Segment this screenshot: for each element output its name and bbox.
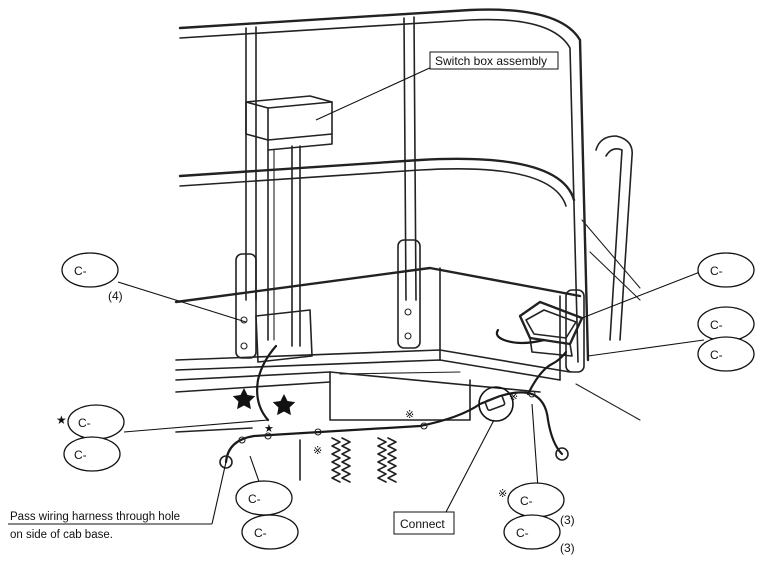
callout-right-3: C- bbox=[697, 336, 755, 372]
pass-wiring-note-line1: Pass wiring harness through hole bbox=[10, 511, 180, 523]
callout-text: C- bbox=[74, 264, 87, 278]
callout-text: C- bbox=[710, 318, 723, 332]
ref-mark-d: ※ bbox=[498, 488, 507, 500]
callout-text: C- bbox=[710, 264, 723, 278]
leader-lines bbox=[8, 65, 705, 525]
ref-mark-c: ※ bbox=[313, 445, 322, 457]
callout-right-2: C- bbox=[697, 306, 755, 342]
callout-right-1: C- bbox=[697, 252, 755, 288]
right-device-box bbox=[518, 300, 584, 357]
ref-mark-b: ※ bbox=[509, 391, 518, 403]
connect-label: Connect bbox=[400, 517, 445, 531]
qty-left: (4) bbox=[108, 289, 123, 303]
callout-left-2: C- bbox=[67, 404, 125, 440]
callout-bottom-2: C- bbox=[241, 514, 299, 550]
connect-highlight-circle bbox=[478, 386, 514, 422]
callout-right-bottom-2: C- bbox=[503, 514, 561, 550]
switch-box-label: Switch box assembly bbox=[435, 54, 547, 68]
cab-base bbox=[174, 266, 641, 481]
callout-text: C- bbox=[78, 416, 91, 430]
pass-wiring-note-line2: on side of cab base. bbox=[10, 529, 113, 541]
ref-mark-a: ※ bbox=[405, 409, 414, 421]
switch-box-assembly bbox=[245, 95, 333, 363]
star-marks bbox=[232, 388, 296, 416]
wiring-harness bbox=[219, 328, 569, 469]
callout-left-3: C- bbox=[63, 436, 121, 472]
callout-bottom-1: C- bbox=[235, 480, 293, 516]
star-mark-small-a: ★ bbox=[264, 423, 274, 435]
star-mark-1 bbox=[232, 388, 256, 410]
qty-right-a: (3) bbox=[560, 513, 575, 527]
callout-text: C- bbox=[516, 526, 529, 540]
suspension-springs bbox=[331, 437, 397, 483]
callout-text: C- bbox=[254, 526, 267, 540]
callout-text: C- bbox=[520, 494, 533, 508]
callout-text: C- bbox=[248, 492, 261, 506]
switch-box-label-box bbox=[429, 51, 559, 70]
guard-rail bbox=[178, 8, 641, 363]
star-mark-small-b: ★ bbox=[56, 413, 67, 427]
connect-label-box bbox=[393, 511, 455, 535]
callout-left-1: C- bbox=[61, 252, 119, 288]
callout-text: C- bbox=[74, 448, 87, 462]
callout-text: C- bbox=[710, 348, 723, 362]
qty-right-b: (3) bbox=[560, 541, 575, 555]
star-mark-2 bbox=[272, 394, 296, 416]
callout-right-bottom-1: C- bbox=[507, 482, 565, 518]
